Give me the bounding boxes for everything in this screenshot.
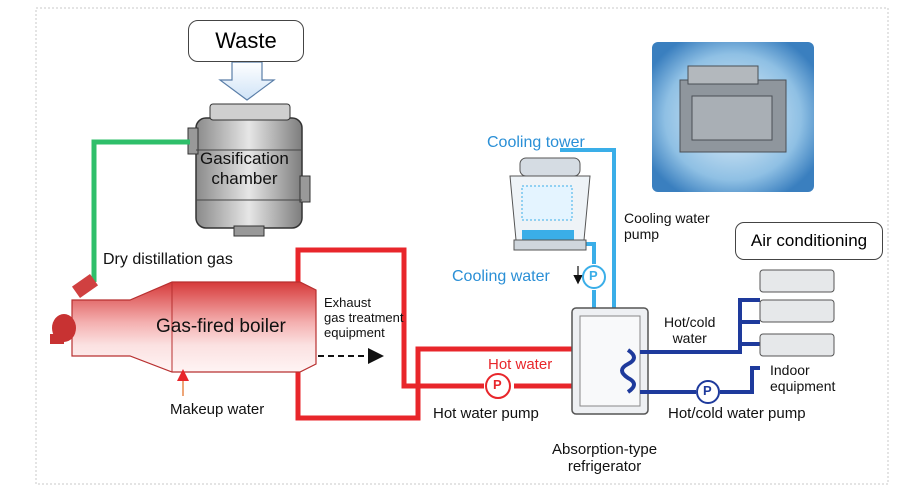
hot-cold-water-label: Hot/cold water	[664, 314, 715, 346]
waste-arrow	[218, 61, 276, 101]
hot-cold-water-pump-label: Hot/cold water pump	[668, 405, 806, 422]
diagram-frame	[35, 7, 889, 485]
exhaust-label: Exhaust gas treatment equipment	[324, 295, 404, 341]
hot-water-pump	[485, 373, 511, 399]
indoor-equipment-label-line2: equipment	[770, 378, 836, 395]
cooling-water-pump-label-line1: Cooling water	[624, 210, 710, 226]
hot-water-pump-label: Hot water pump	[433, 405, 539, 422]
cooling-water-pump-label-line2: pump	[624, 226, 660, 243]
exhaust-label-line2: gas treatment	[324, 309, 404, 325]
gas-fired-boiler	[50, 273, 317, 373]
exhaust-label-line1: Exhaust	[324, 295, 371, 310]
waste-label: Waste	[188, 20, 304, 62]
indoor-equipment-label-line1: Indoor	[770, 362, 810, 378]
cooling-water-pump-label: Cooling water pump	[624, 210, 710, 242]
gasification-chamber	[187, 103, 311, 237]
hot-cold-coil	[620, 348, 636, 394]
absorption-refrigerator-label-line2: refrigerator	[567, 458, 642, 476]
dry-distillation-gas-label: Dry distillation gas	[103, 251, 233, 268]
exhaust-label-line3: equipment	[324, 324, 385, 340]
hot-water-label: Hot water	[488, 356, 553, 373]
hot-cold-water-label-line1: Hot/cold	[664, 314, 716, 330]
cooling-water-pump	[582, 265, 606, 289]
absorption-refrigerator-label: Absorption-type refrigerator	[552, 441, 657, 476]
refrigerator-photo	[652, 42, 814, 192]
indoor-equipment-units	[759, 269, 835, 357]
hot-cold-water-label-line2: water	[672, 330, 707, 347]
hot-cold-water-piping	[640, 298, 760, 394]
cooling-tower	[509, 157, 591, 251]
cooling-water-pump-symbol: P	[589, 268, 598, 283]
absorption-refrigerator-label-line1: Absorption-type	[552, 441, 658, 458]
air-conditioning-label: Air conditioning	[735, 222, 883, 260]
gasification-chamber-label-line1: Gasification	[200, 149, 289, 168]
cooling-water-label: Cooling water	[452, 268, 550, 285]
makeup-water-label: Makeup water	[170, 401, 265, 418]
cooling-tower-label: Cooling tower	[487, 134, 585, 151]
gas-fired-boiler-label: Gas-fired boiler	[156, 316, 286, 337]
hot-water-pump-symbol: P	[493, 377, 502, 392]
hot-cold-water-pump	[696, 380, 720, 404]
indoor-equipment-label: Indoor equipment	[770, 362, 835, 394]
hot-cold-water-pump-symbol: P	[703, 383, 712, 398]
dry-distillation-gas-pipe	[91, 139, 190, 282]
gasification-chamber-label-line2: chamber	[211, 168, 278, 188]
gasification-chamber-label: Gasification chamber	[200, 149, 289, 188]
absorption-refrigerator	[571, 307, 649, 415]
